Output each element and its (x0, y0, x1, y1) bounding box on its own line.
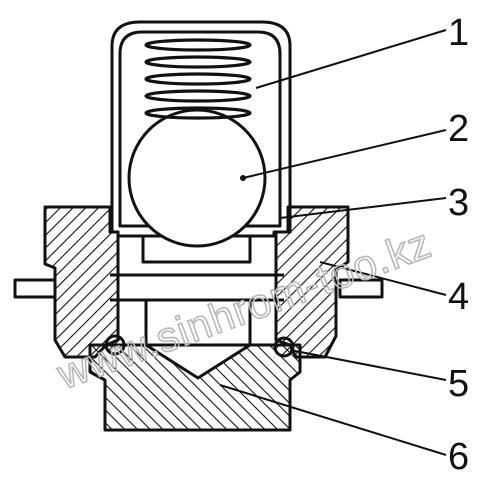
leader-2 (242, 129, 447, 179)
callout-label-5: 5 (448, 363, 470, 405)
callout-label-4: 4 (448, 276, 470, 318)
seal-ring-left (104, 334, 126, 356)
leader-6 (219, 384, 447, 456)
leader-1 (255, 29, 447, 89)
base-flange-left (13, 278, 57, 299)
callout-label-3: 3 (448, 182, 470, 224)
base-flange-right (338, 278, 384, 299)
valve-body (88, 343, 302, 432)
seal-ring-right (273, 336, 295, 358)
spring (144, 38, 252, 120)
ball (127, 108, 267, 248)
leader-3 (279, 197, 447, 219)
leader-5 (289, 349, 447, 381)
callout-label-6: 6 (448, 436, 470, 478)
cap-sleeve (110, 20, 292, 238)
callout-label-1: 1 (448, 12, 470, 54)
callout-label-2: 2 (448, 108, 470, 150)
leader-4 (319, 261, 447, 296)
